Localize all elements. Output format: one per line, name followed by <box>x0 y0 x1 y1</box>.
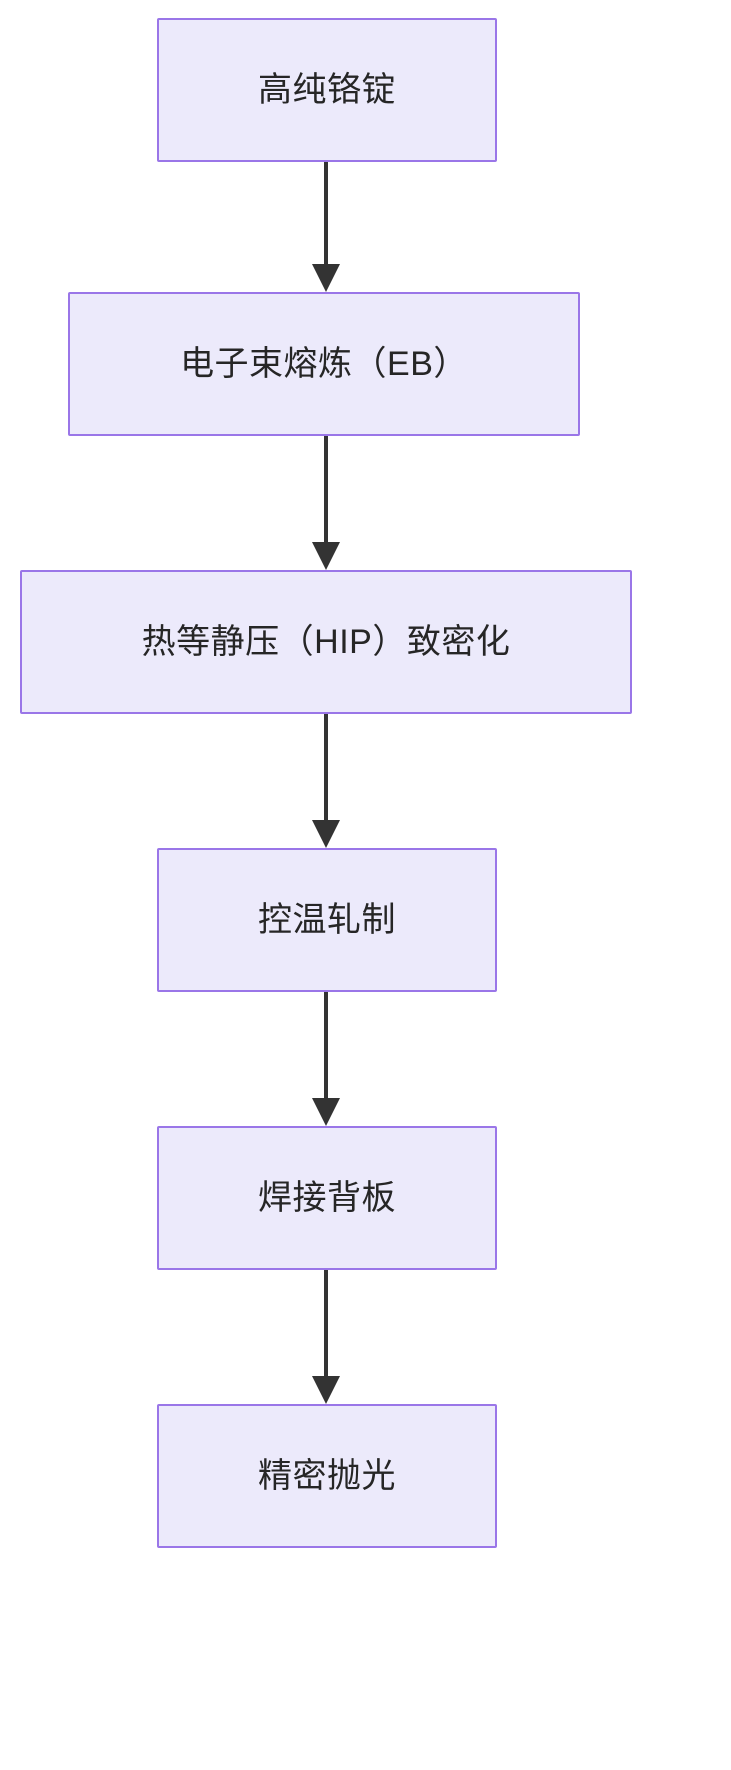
node-label: 热等静压（HIP）致密化 <box>141 622 511 661</box>
node-label: 高纯铬锭 <box>258 70 396 109</box>
flowchart-node-temperature-controlled-rolling[interactable]: 控温轧制 <box>157 848 497 992</box>
flowchart-node-high-purity-chromium-ingot[interactable]: 高纯铬锭 <box>157 18 497 162</box>
edge-n2-n3 <box>312 436 340 570</box>
node-label: 控温轧制 <box>258 900 396 939</box>
edge-n4-n5 <box>312 992 340 1126</box>
edge-n1-n2 <box>312 162 340 292</box>
node-label: 精密抛光 <box>258 1456 396 1495</box>
flowchart-node-electron-beam-melting[interactable]: 电子束熔炼（EB） <box>68 292 580 436</box>
edge-n3-n4 <box>312 714 340 848</box>
node-label: 电子束熔炼（EB） <box>180 344 468 383</box>
flowchart-node-hip-densification[interactable]: 热等静压（HIP）致密化 <box>20 570 632 714</box>
edge-n5-n6 <box>312 1270 340 1404</box>
node-label: 焊接背板 <box>258 1178 396 1217</box>
flowchart-node-precision-polishing[interactable]: 精密抛光 <box>157 1404 497 1548</box>
flowchart-node-backing-plate-bonding[interactable]: 焊接背板 <box>157 1126 497 1270</box>
